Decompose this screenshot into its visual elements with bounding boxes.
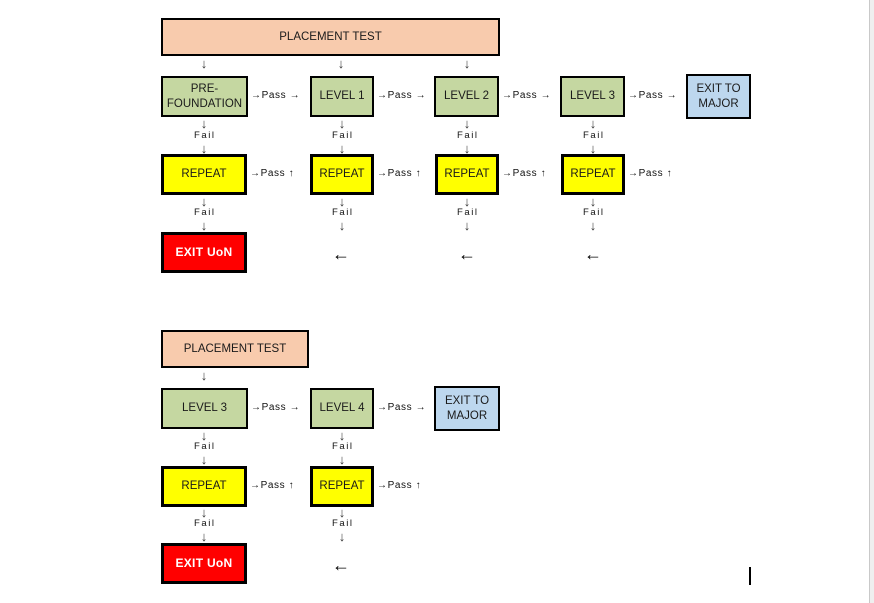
pass-connector-label: →Pass → [502,90,552,101]
repeat-box[interactable]: REPEAT [561,154,625,195]
placement-test-box-bottom[interactable]: PLACEMENT TEST [161,330,309,368]
fail-label: Fail [331,130,354,141]
fail-label: Fail [193,207,216,218]
fail-label: Fail [582,130,605,141]
placement-test-box-top[interactable]: PLACEMENT TEST [161,18,500,56]
down-arrow-icon: ↓ [200,218,208,233]
repeat-box[interactable]: REPEAT [310,154,374,195]
level-box-level-3[interactable]: LEVEL 3 [560,76,625,117]
pass-connector-label: →Pass → [377,90,427,101]
back-arrow-icon: ← [458,244,476,264]
repeat-box[interactable]: REPEAT [161,154,247,195]
down-arrow-icon: ↓ [200,368,208,383]
fail-label: Fail [331,207,354,218]
pass-up-connector-label: →Pass ↑ [250,480,295,491]
back-arrow-icon: ← [584,244,602,264]
down-arrow-icon: ↓ [200,116,208,131]
down-arrow-icon: ↓ [338,452,346,467]
down-arrow-icon: ↓ [463,218,471,233]
level-box-level-4-bottom[interactable]: LEVEL 4 [310,388,374,429]
pass-up-connector-label: →Pass ↑ [628,168,673,179]
down-arrow-icon: ↓ [338,428,346,443]
fail-label: Fail [331,518,354,529]
pass-connector-label: →Pass → [251,402,301,413]
down-arrow-icon: ↓ [463,194,471,209]
fail-label: Fail [582,207,605,218]
down-arrow-icon: ↓ [200,194,208,209]
down-arrow-icon: ↓ [338,141,346,156]
level-box-level-2[interactable]: LEVEL 2 [434,76,499,117]
repeat-box[interactable]: REPEAT [310,466,374,507]
down-arrow-icon: ↓ [463,56,471,71]
pass-connector-label: →Pass → [377,402,427,413]
down-arrow-icon: ↓ [589,141,597,156]
repeat-box[interactable]: REPEAT [161,466,247,507]
pass-up-connector-label: →Pass ↑ [377,168,422,179]
exit-uon-box-bottom[interactable]: EXIT UoN [161,543,247,584]
text-cursor [749,567,751,585]
fail-label: Fail [193,518,216,529]
back-arrow-icon: ← [332,244,350,264]
fail-label: Fail [193,441,216,452]
repeat-box[interactable]: REPEAT [435,154,499,195]
down-arrow-icon: ↓ [200,141,208,156]
level-box-level-1[interactable]: LEVEL 1 [310,76,374,117]
pass-connector-label: →Pass → [251,90,301,101]
fail-label: Fail [456,130,479,141]
pass-connector-label: →Pass → [628,90,678,101]
exit-to-major-box-top[interactable]: EXIT TO MAJOR [686,74,751,119]
down-arrow-icon: ↓ [589,194,597,209]
pass-up-connector-label: →Pass ↑ [250,168,295,179]
down-arrow-icon: ↓ [338,529,346,544]
down-arrow-icon: ↓ [338,116,346,131]
fail-label: Fail [193,130,216,141]
page-edge [869,0,874,603]
down-arrow-icon: ↓ [589,218,597,233]
down-arrow-icon: ↓ [463,141,471,156]
down-arrow-icon: ↓ [200,452,208,467]
down-arrow-icon: ↓ [200,428,208,443]
down-arrow-icon: ↓ [338,218,346,233]
exit-uon-box-top[interactable]: EXIT UoN [161,232,247,273]
down-arrow-icon: ↓ [200,529,208,544]
fail-label: Fail [331,441,354,452]
back-arrow-icon: ← [332,555,350,575]
pass-up-connector-label: →Pass ↑ [502,168,547,179]
fail-label: Fail [456,207,479,218]
down-arrow-icon: ↓ [200,505,208,520]
down-arrow-icon: ↓ [463,116,471,131]
exit-to-major-box-bottom[interactable]: EXIT TO MAJOR [434,386,500,431]
level-box-level-3-bottom[interactable]: LEVEL 3 [161,388,248,429]
level-box-pre-foundation[interactable]: PRE-FOUNDATION [161,76,248,117]
down-arrow-icon: ↓ [200,56,208,71]
down-arrow-icon: ↓ [338,194,346,209]
down-arrow-icon: ↓ [589,116,597,131]
pass-up-connector-label: →Pass ↑ [377,480,422,491]
down-arrow-icon: ↓ [337,56,345,71]
down-arrow-icon: ↓ [338,505,346,520]
